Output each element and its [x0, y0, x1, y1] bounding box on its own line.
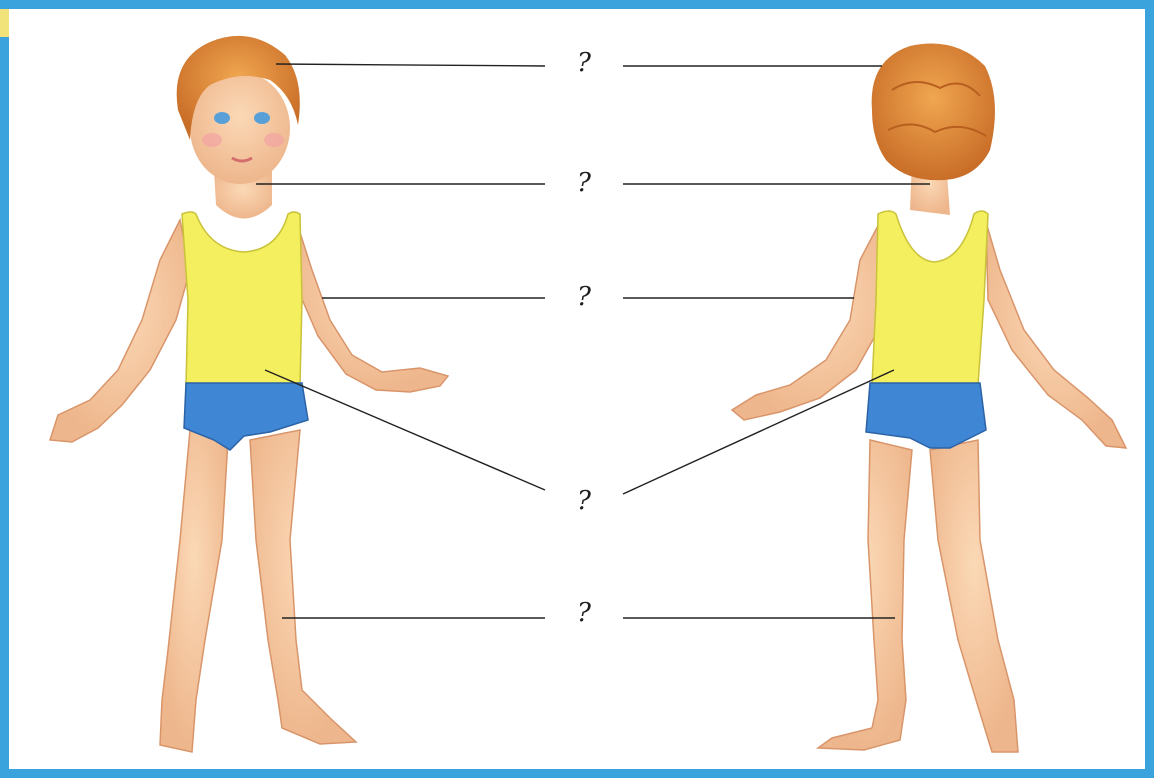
- back-shorts: [866, 383, 986, 448]
- label-arm: ?: [564, 282, 604, 312]
- front-shirt: [182, 212, 302, 385]
- child-back-figure: [732, 44, 1126, 753]
- back-right-leg: [930, 440, 1018, 752]
- front-left-arm: [50, 220, 190, 442]
- child-front-figure: [50, 36, 448, 752]
- label-hair: ?: [564, 48, 604, 78]
- label-trunk: ?: [564, 486, 604, 516]
- front-right-arm: [296, 220, 448, 392]
- back-left-leg: [818, 440, 912, 750]
- label-leg: ?: [564, 598, 604, 628]
- leader-line-trunk-back: [623, 370, 894, 494]
- back-hair: [872, 44, 995, 181]
- back-shirt: [872, 211, 988, 385]
- leader-lines: [256, 64, 930, 618]
- label-neck: ?: [564, 168, 604, 198]
- back-right-arm: [986, 222, 1126, 448]
- front-left-leg: [160, 430, 228, 752]
- leader-line-hair-front: [276, 64, 545, 66]
- front-right-leg: [250, 430, 356, 744]
